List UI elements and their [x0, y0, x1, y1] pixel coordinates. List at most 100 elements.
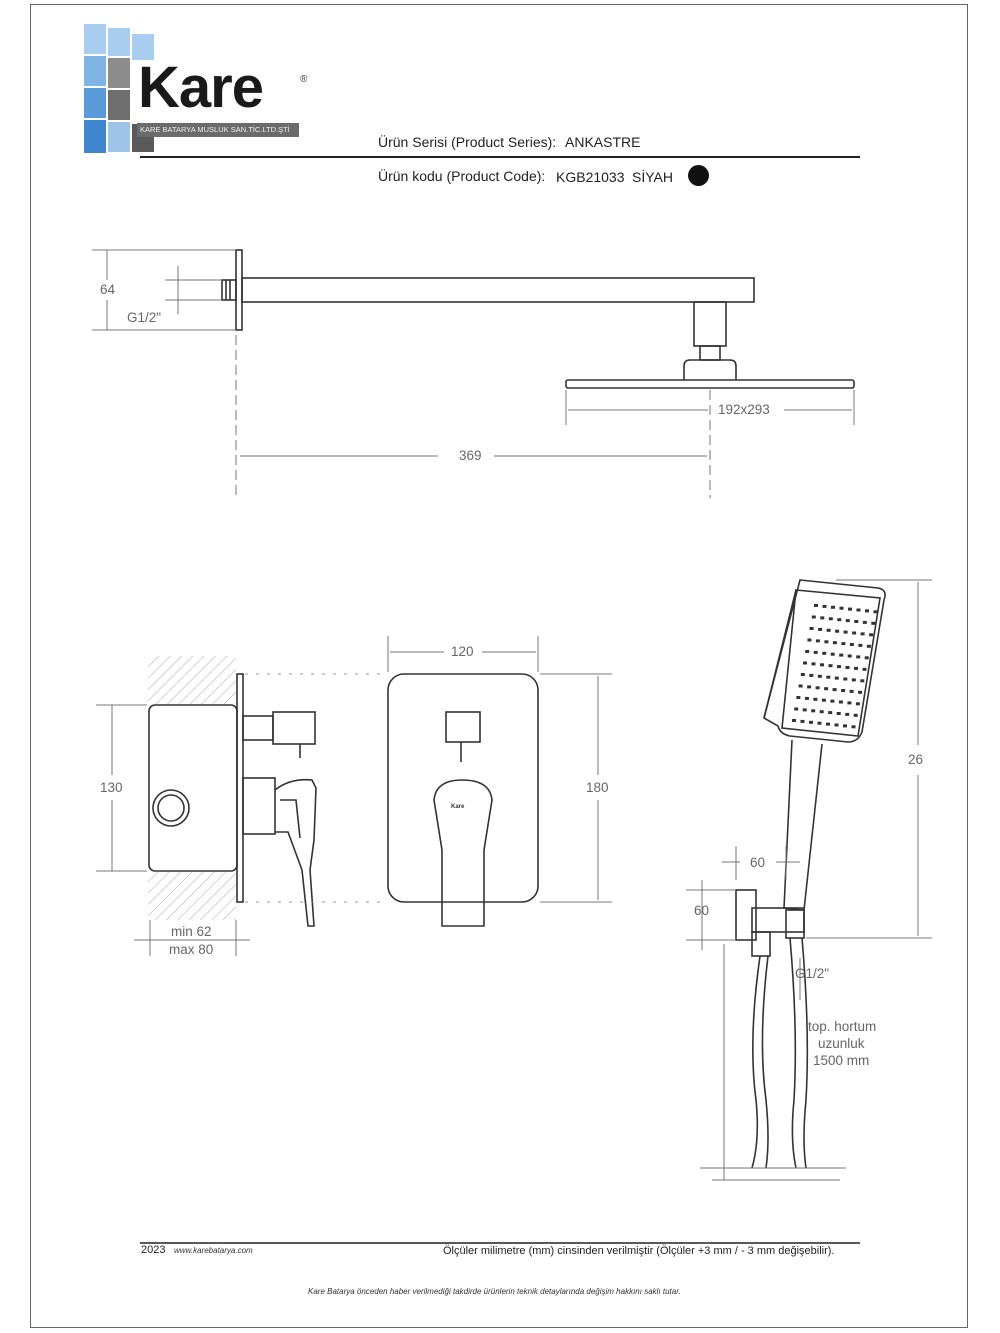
nozzle-dot	[837, 665, 841, 669]
nozzle-dot	[839, 606, 844, 610]
nozzle-dot	[809, 720, 813, 724]
nozzle-dot	[864, 656, 869, 660]
nozzle-dot	[836, 712, 841, 715]
nozzle-dot	[814, 604, 818, 607]
nozzle-dot	[843, 677, 848, 681]
footer-disclaimer: Kare Batarya önceden haber verilmediği t…	[308, 1287, 681, 1296]
dim-depth-min: min 62	[171, 924, 212, 939]
nozzle-dot	[852, 631, 857, 635]
nozzle-dot	[796, 696, 801, 699]
nozzle-dot	[828, 617, 833, 621]
footer-note: Ölçüler milimetre (mm) cinsinden verilmi…	[443, 1245, 835, 1257]
nozzle-dot	[851, 678, 856, 682]
nozzle-dot	[809, 627, 814, 630]
dim-holder-width: 60	[750, 855, 766, 870]
nozzle-dot	[841, 642, 846, 646]
registered-mark: ®	[300, 74, 308, 85]
nozzle-dot	[824, 687, 829, 691]
nozzle-dot	[826, 722, 830, 726]
color-swatch	[688, 165, 709, 186]
mixer-front-view	[387, 673, 539, 927]
dim-depth-max: max 80	[169, 942, 214, 957]
nozzle-dot	[854, 666, 858, 670]
nozzle-dot	[848, 607, 852, 611]
logo-company-name: KARE BATARYA MUSLUK SAN.TİC.LTD.ŞTİ	[137, 123, 299, 137]
shower-arm-view	[221, 249, 855, 389]
nozzle-dot	[802, 708, 807, 712]
nozzle-dot	[792, 719, 796, 722]
nozzle-dot	[855, 702, 860, 706]
dim-head-size: 192x293	[718, 402, 770, 417]
nozzle-dot	[858, 643, 863, 647]
nozzle-dot	[800, 673, 805, 676]
nozzle-dot	[860, 679, 865, 683]
nozzle-dot	[843, 630, 848, 634]
nozzle-dot	[866, 644, 871, 648]
nozzle-dot	[839, 653, 844, 657]
nozzle-dot	[837, 618, 842, 622]
nozzle-dot	[828, 664, 833, 668]
nozzle-dot	[834, 676, 839, 680]
nozzle-dot	[811, 615, 816, 619]
nozzle-dot	[813, 697, 818, 701]
nozzle-dot	[794, 707, 799, 711]
nozzle-dot	[860, 632, 865, 636]
nozzle-dot	[817, 674, 822, 678]
nozzle-dot	[807, 685, 812, 689]
dim-holder-height: 60	[694, 903, 710, 918]
nozzle-dot	[813, 650, 818, 654]
nozzle-dot	[818, 627, 823, 631]
nozzle-dot	[849, 643, 854, 646]
nozzle-dot	[828, 711, 833, 715]
series-label: Ürün Serisi (Product Series):	[378, 134, 557, 150]
nozzle-dot	[798, 684, 803, 688]
nozzle-dot	[845, 619, 850, 623]
nozzle-dot	[805, 650, 810, 653]
footer-website: www.karebatarya.com	[174, 1246, 253, 1255]
nozzle-dot	[820, 616, 825, 620]
series-value: ANKASTRE	[565, 134, 641, 150]
nozzle-dot	[804, 696, 809, 700]
nozzle-dot	[869, 633, 874, 637]
mixer-side-view	[148, 656, 317, 927]
nozzle-dot	[865, 609, 869, 613]
nozzle-dot	[832, 688, 837, 692]
nozzle-dot	[821, 698, 826, 702]
nozzle-dot	[854, 620, 859, 623]
nozzle-dot	[851, 725, 856, 729]
nozzle-dot	[815, 639, 820, 643]
nozzle-dot	[824, 640, 829, 644]
nozzle-dot	[822, 604, 827, 608]
nozzle-dot	[849, 689, 854, 693]
nozzle-dot	[858, 690, 863, 694]
logo-tiles-icon	[84, 24, 154, 153]
nozzle-dot	[873, 610, 878, 614]
nozzle-dot	[853, 713, 858, 717]
nozzle-dot	[803, 661, 807, 665]
nozzle-dot	[815, 686, 820, 690]
nozzle-dot	[807, 638, 812, 642]
page-frame	[30, 4, 968, 1328]
nozzle-dot	[822, 651, 827, 655]
hand-shower-view	[735, 579, 886, 1169]
code-value: KGB21033	[556, 169, 625, 185]
nozzle-dot	[809, 673, 814, 677]
nozzle-dot	[845, 712, 850, 716]
nozzle-dot	[817, 721, 822, 725]
nozzle-dot	[826, 628, 831, 632]
plate-logo: Kare	[451, 804, 465, 810]
nozzle-dot	[841, 689, 846, 692]
nozzle-dot	[832, 641, 837, 645]
dim-arm-height: 64	[100, 282, 116, 297]
footer-year: 2023	[141, 1244, 166, 1256]
nozzle-dot	[834, 723, 839, 727]
header-rule	[140, 156, 860, 158]
hose-length-line1: top. hortum	[808, 1019, 877, 1034]
nozzle-dot	[856, 608, 861, 612]
nozzle-dot	[835, 629, 840, 633]
hose-length-line3: 1500 mm	[813, 1053, 870, 1068]
nozzle-dot	[862, 620, 867, 624]
nozzle-dot	[843, 724, 847, 728]
